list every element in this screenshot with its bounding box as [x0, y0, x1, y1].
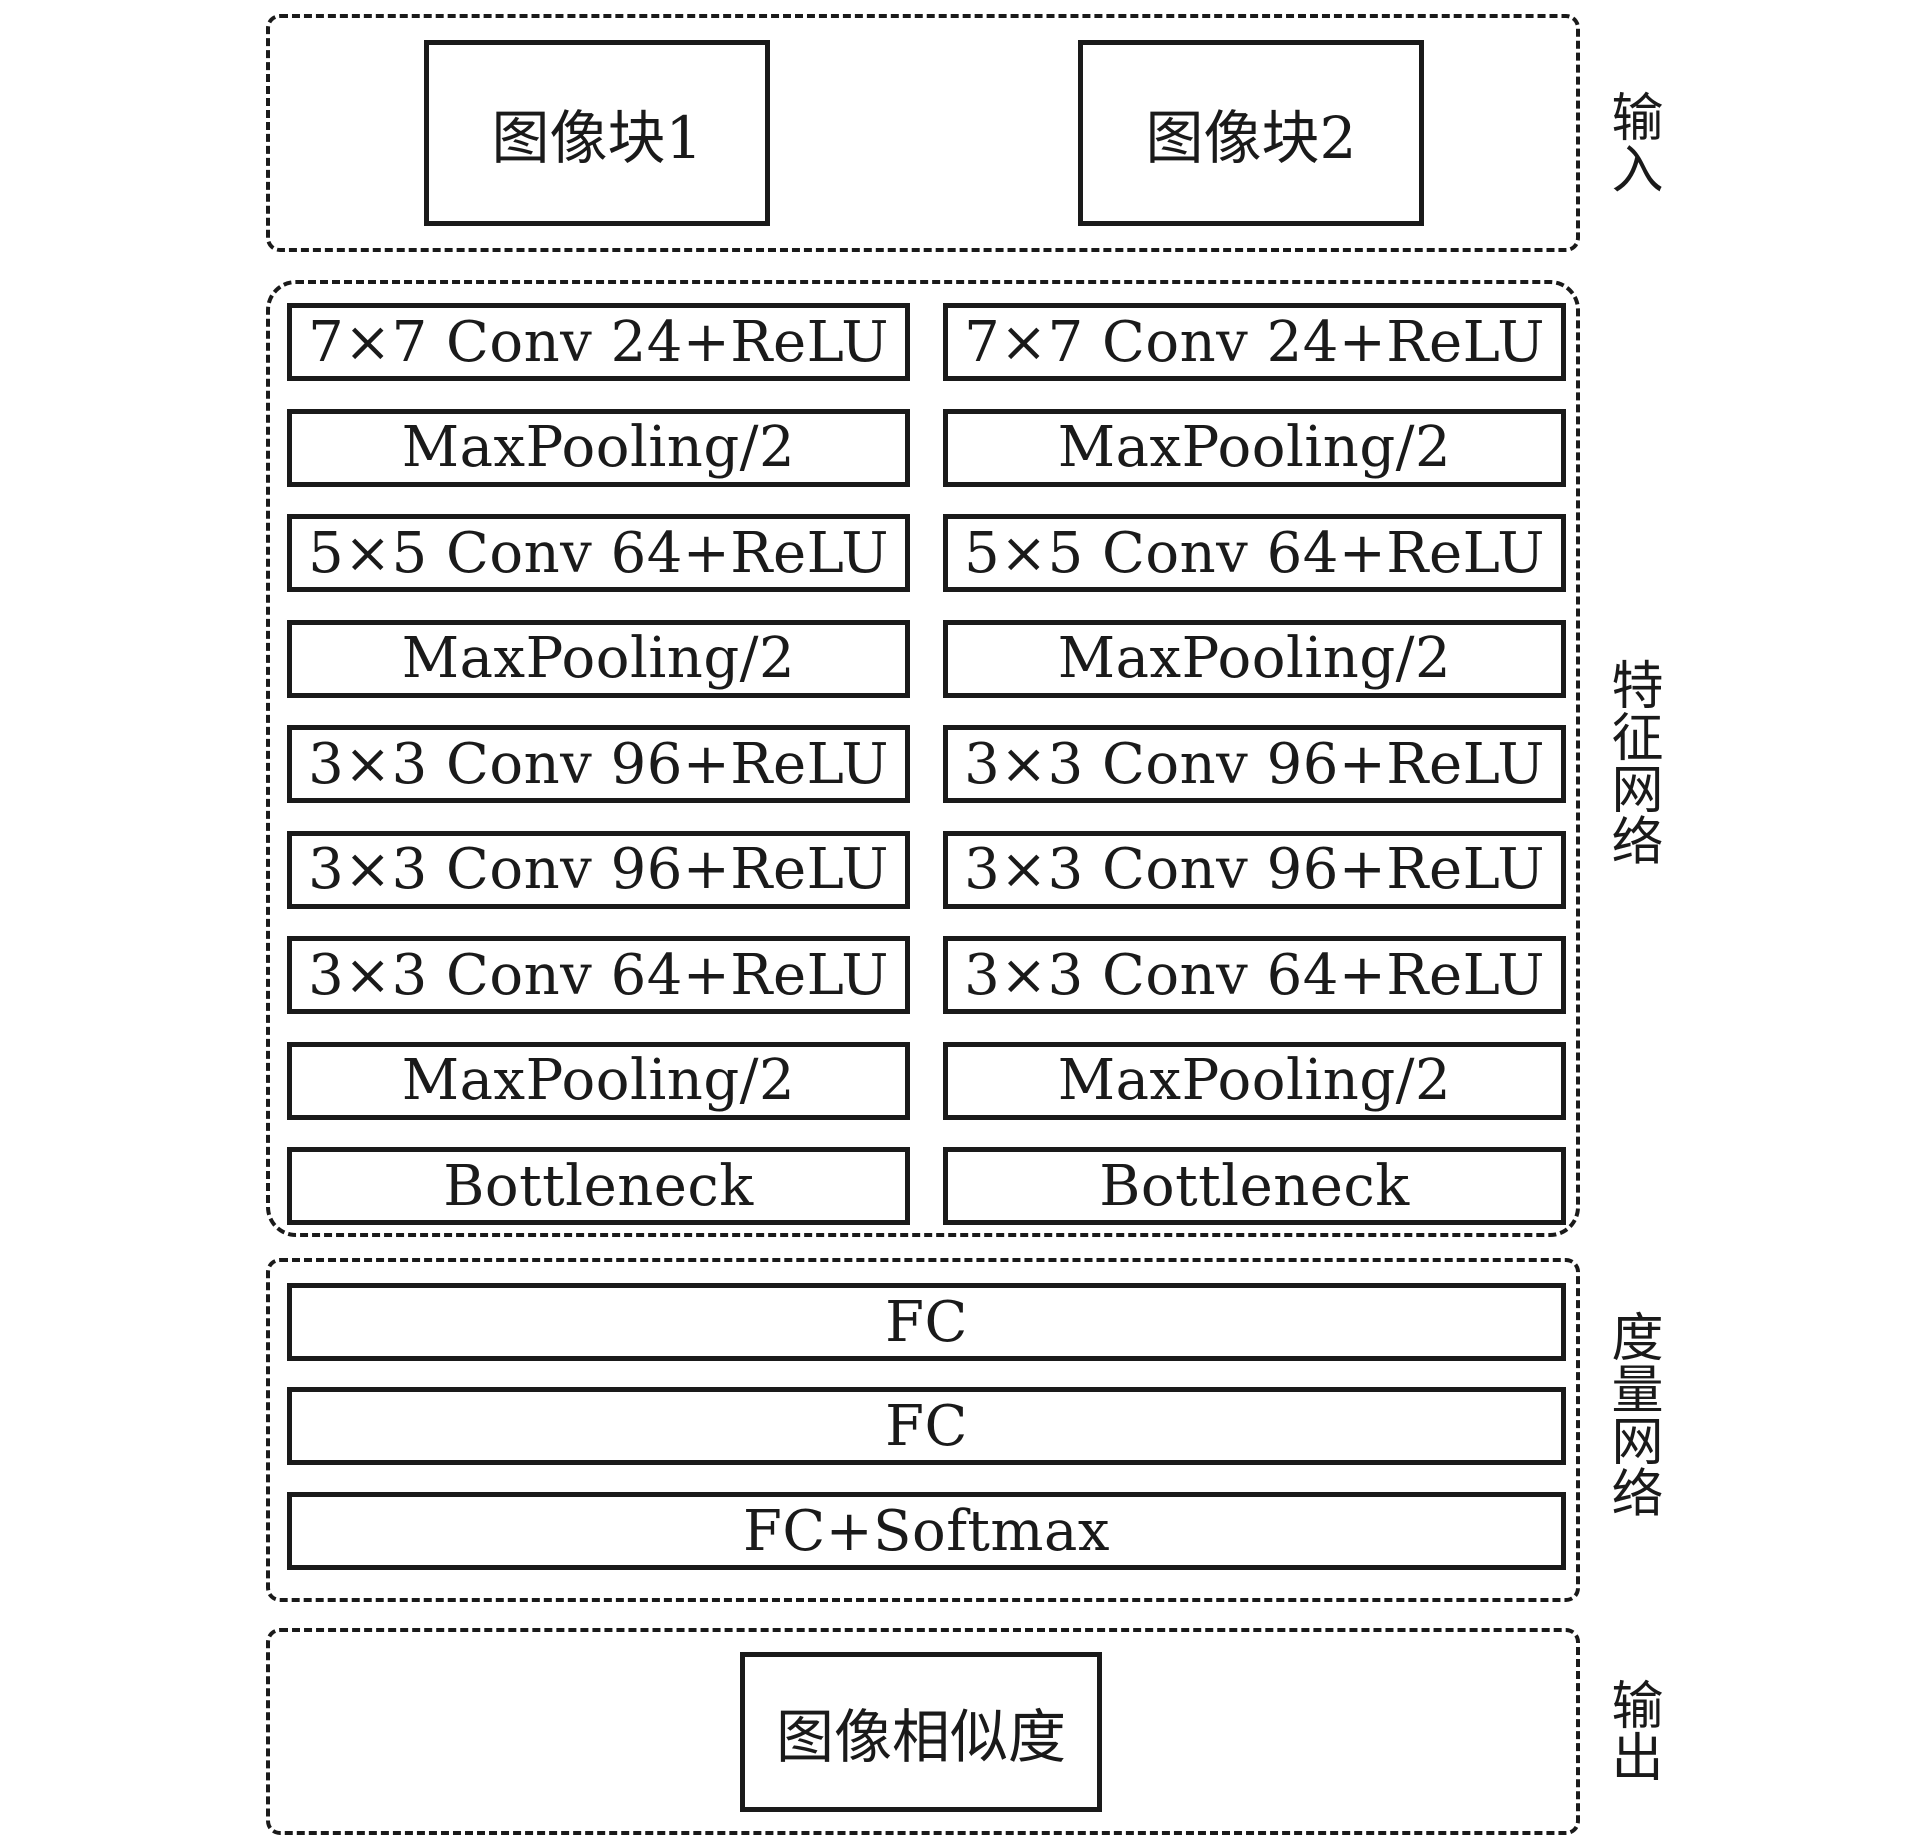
layer-box: MaxPooling/2 [943, 619, 1566, 698]
layer-box: FC+Softmax [287, 1492, 1566, 1570]
layer-box: FC [287, 1387, 1566, 1465]
layer-box: 5×5 Conv 64+ReLU [943, 514, 1566, 592]
input-section [266, 14, 1580, 252]
output-label: 输出 [1602, 1678, 1662, 1782]
layer-box: 3×3 Conv 64+ReLU [287, 936, 910, 1014]
image-similarity-box: 图像相似度 [740, 1652, 1102, 1812]
layer-box: 3×3 Conv 96+ReLU [943, 830, 1566, 909]
layer-box: 3×3 Conv 96+ReLU [287, 725, 910, 803]
layer-box: MaxPooling/2 [287, 408, 910, 487]
layer-box: MaxPooling/2 [943, 1041, 1566, 1120]
feature-network-label: 特征网络 [1602, 658, 1662, 866]
layer-box: 3×3 Conv 64+ReLU [943, 936, 1566, 1014]
layer-box: FC [287, 1283, 1566, 1361]
metric-network-label: 度量网络 [1602, 1310, 1662, 1518]
image-block-1: 图像块1 [424, 40, 770, 226]
metric-network-section [266, 1258, 1580, 1602]
feature-network-section [266, 280, 1580, 1237]
layer-box: MaxPooling/2 [287, 1041, 910, 1120]
layer-box: 7×7 Conv 24+ReLU [943, 303, 1566, 381]
layer-box: 5×5 Conv 64+ReLU [287, 514, 910, 592]
layer-box: MaxPooling/2 [287, 619, 910, 698]
layer-box: 7×7 Conv 24+ReLU [287, 303, 910, 381]
output-section [266, 1628, 1580, 1835]
input-label: 输入 [1602, 90, 1662, 194]
layer-box: 3×3 Conv 96+ReLU [943, 725, 1566, 803]
layer-box: Bottleneck [943, 1147, 1566, 1225]
layer-box: MaxPooling/2 [943, 408, 1566, 487]
image-block-2: 图像块2 [1078, 40, 1424, 226]
layer-box: Bottleneck [287, 1147, 910, 1225]
layer-box: 3×3 Conv 96+ReLU [287, 830, 910, 909]
